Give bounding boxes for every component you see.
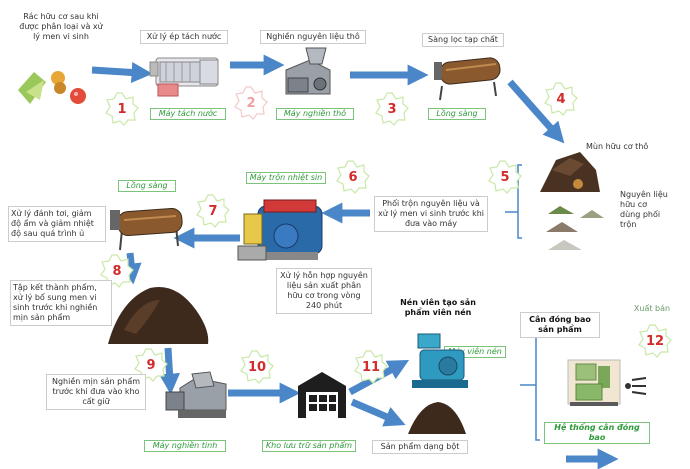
step-badge-9: 9 [134,348,168,382]
press-machine-label: Máy tách nước [150,108,226,120]
arrow-stack-finegrind [159,347,180,395]
step-badge-3: 3 [375,92,409,126]
fine-grind-text: Nghiền mịn sản phẩm trước khi đưa vào kh… [46,374,146,410]
incubator-machine-icon [237,199,323,261]
compost-heap-icon [108,286,209,344]
step-badge-12: 12 [638,324,672,358]
drum-turner-icon [110,207,183,251]
grinder-label: Máy nghiền thô [276,108,354,120]
warehouse-icon [298,372,346,418]
step-badge-8: 8 [100,254,134,288]
vegetables-icon [18,71,86,104]
mix-materials-text: Nguyên liệu hữu cơ dùng phối trộn [620,190,668,229]
compost-pile-icon [540,152,600,192]
pellet-text: Nén viên tạo sản phẩm viên nén [400,298,476,317]
incubator-label: Máy trộn nhiệt sin [246,172,326,184]
step-badge-10: 10 [240,350,274,384]
arrow-storage-powder [350,398,406,427]
step-badge-1: 1 [105,92,139,126]
pellet-machine-icon [412,333,468,388]
storage-label: Kho lưu trữ sản phẩm [262,440,356,452]
weigh-system-icon [567,359,647,406]
drum-sieve-icon [434,57,501,101]
fine-grinder-icon [165,371,227,418]
powder-text: Sản phẩm dạng bột [372,440,468,454]
weigh-text: Cân đóng bao sản phẩm [520,312,600,338]
grinder-icon [285,47,331,95]
arrow-sieve-pile [507,79,565,144]
mix-process-text: Phối trộn nguyên liệu và xử lý men vi si… [374,196,488,232]
press-machine-icon [149,57,219,97]
step-badge-7: 7 [196,194,230,228]
raw-pile-text: Mùn hữu cơ thô [586,142,649,151]
step-badge-6: 6 [336,160,370,194]
export-text: Xuất bán [633,304,671,313]
arrow-input-press [91,61,153,83]
powder-pile-icon [408,402,466,434]
drum-label-2: Lồng sàng [118,180,176,192]
sieve-text: Sàng lọc tạp chất [422,33,504,47]
fine-grinder-label: Máy nghiền tinh [144,440,226,452]
grind-raw-text: Nghiền nguyên liệu thô [260,30,366,44]
bracket-materials [505,164,522,239]
stacking-text: Tập kết thành phẩm, xử lý bổ sung men vi… [10,280,112,326]
raw-input-text: Rác hữu cơ sau khi được phân loại và xử … [19,12,103,41]
step-badge-2: 2 [234,86,268,120]
step-badge-4: 4 [544,82,578,116]
incubator-note-text: Xử lý hỗn hợp nguyên liệu sản xuất phân … [276,268,372,314]
press-text: Xử lý ép tách nước [140,30,228,44]
step-badge-5: 5 [488,160,522,194]
drum-label: Lồng sàng [428,108,486,120]
turning-text: Xử lý đánh tơi, giảm độ ẩm và giảm nhiệt… [8,206,106,242]
step-badge-11: 11 [354,350,388,384]
weigh-system-label: Hệ thống cân đóng bao [544,422,650,444]
material-piles-icon [546,206,604,250]
